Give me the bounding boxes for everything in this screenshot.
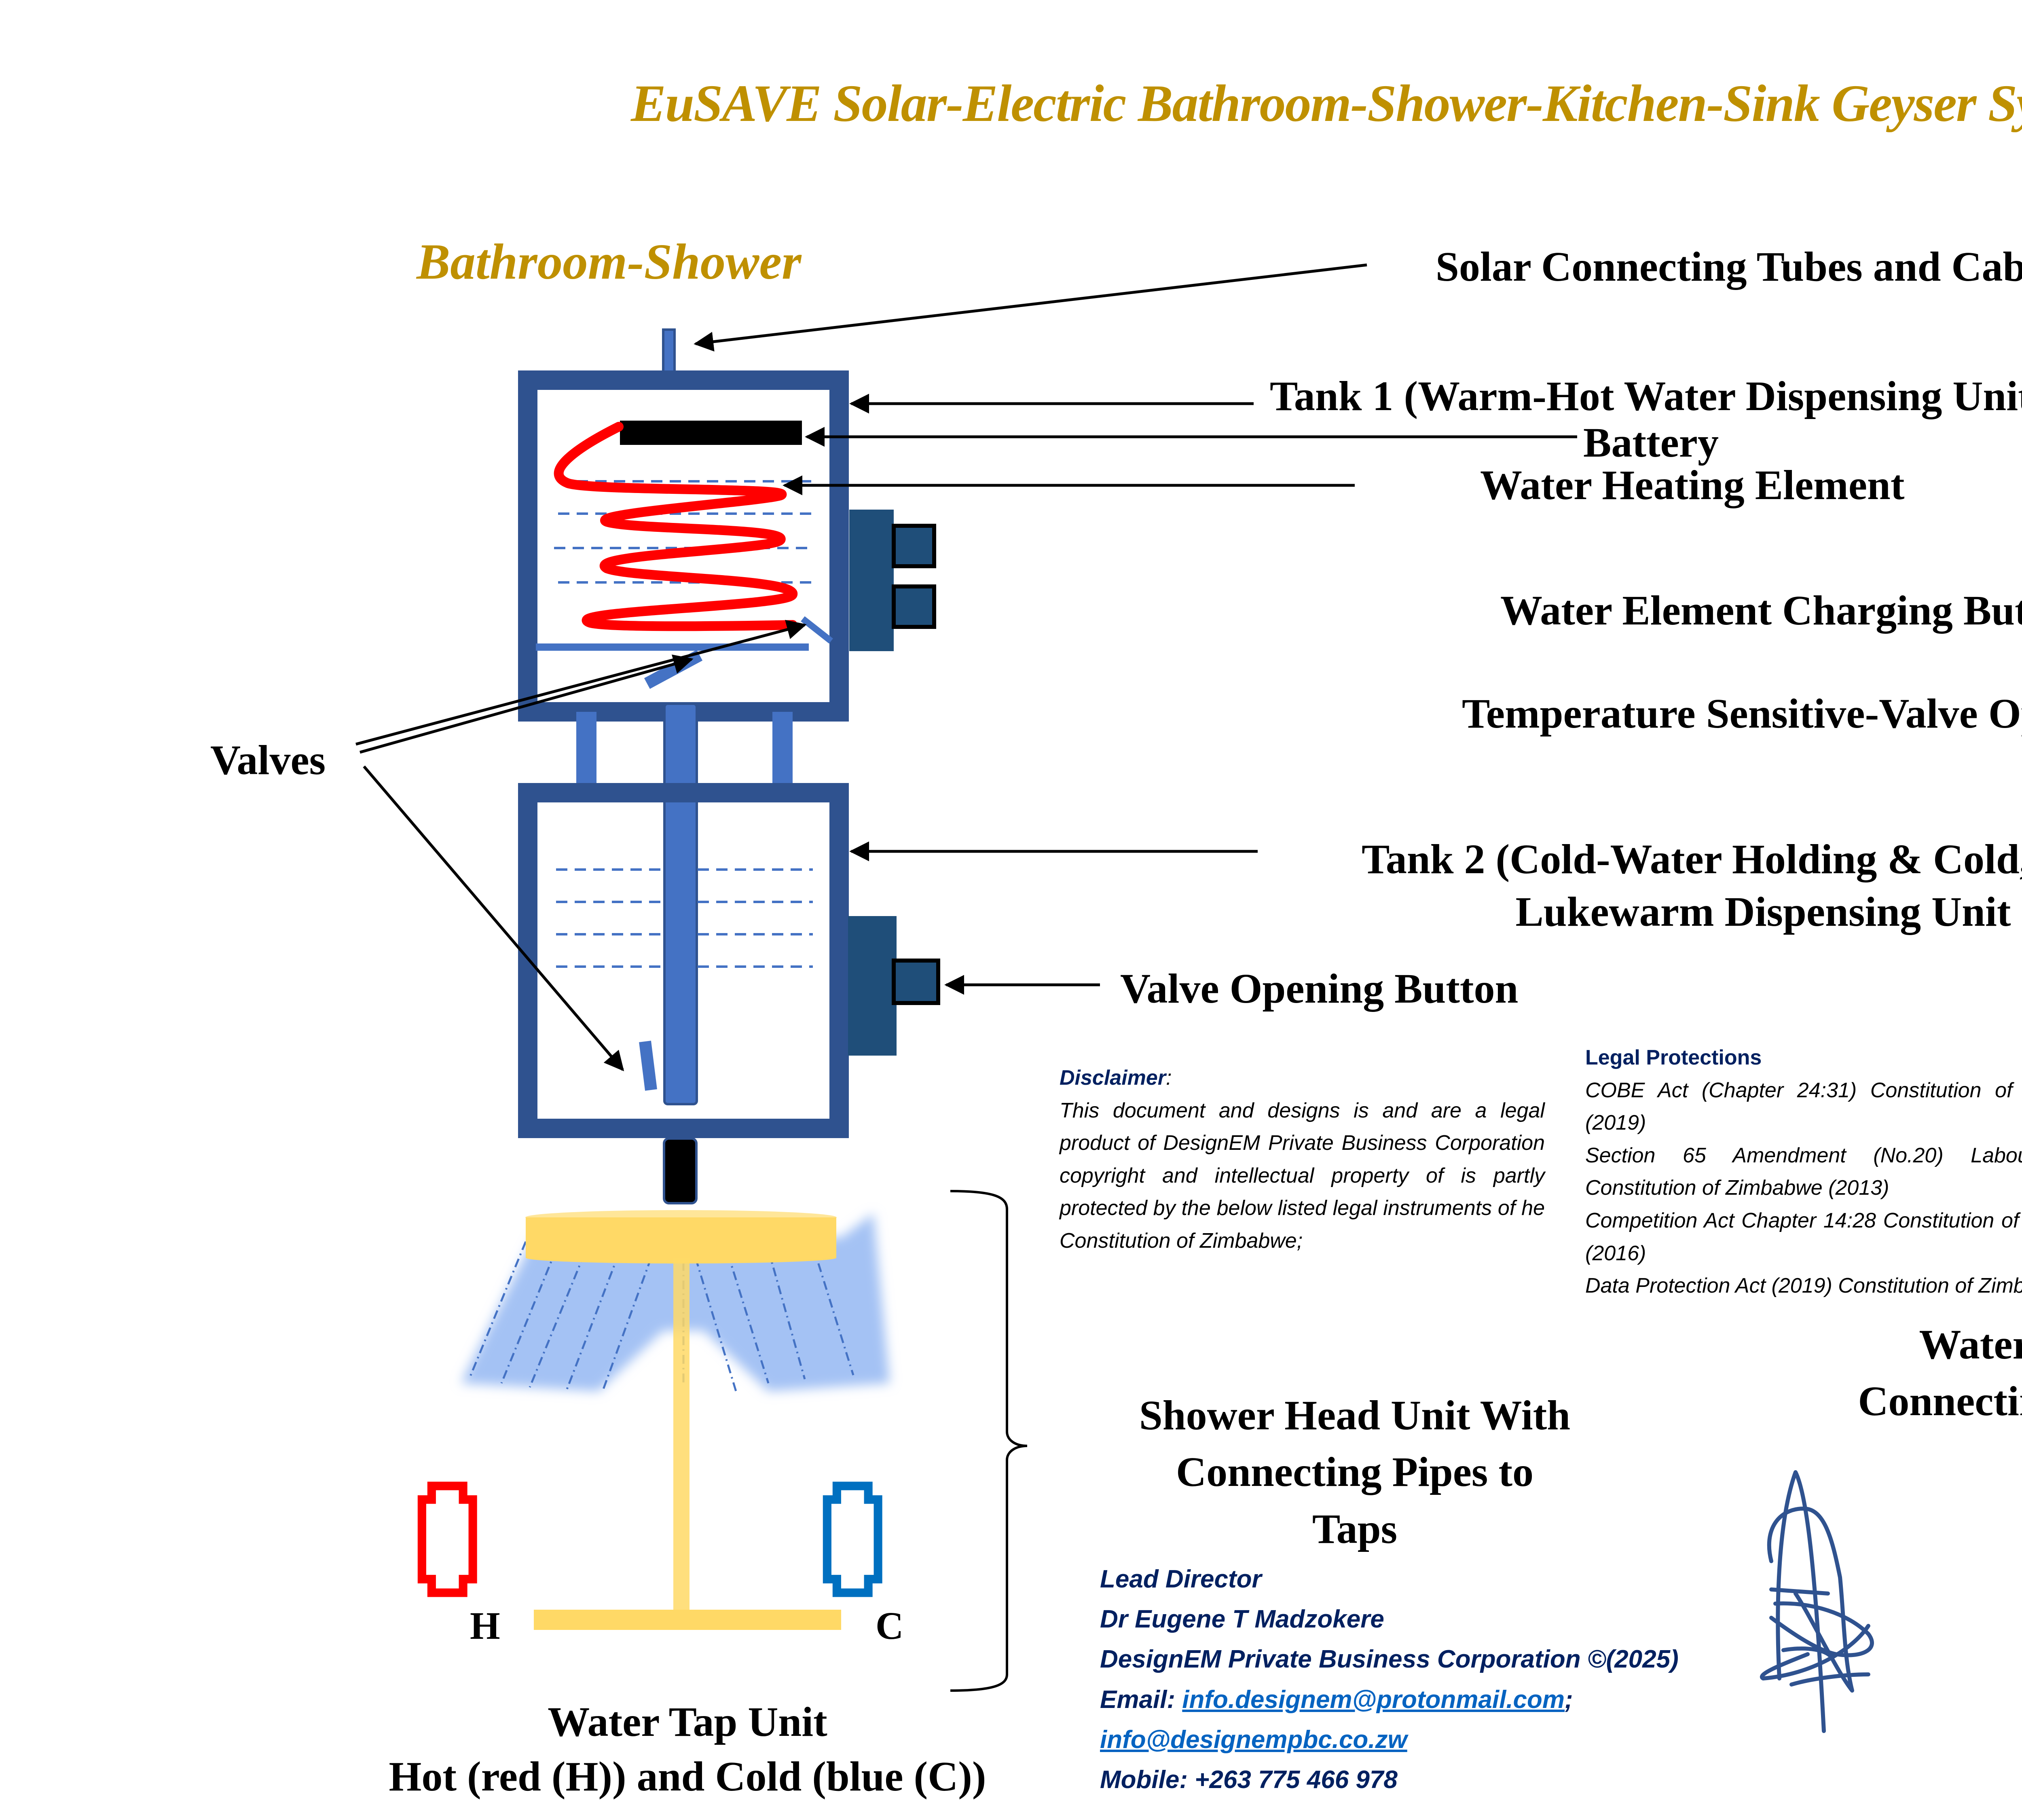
- left-charging-button: [892, 524, 936, 568]
- left-tap-unit-line2: Hot (red (H)) and Cold (blue (C)): [389, 1753, 986, 1800]
- email-link-designempbc[interactable]: info@designempbc.co.zw: [1100, 1725, 1407, 1754]
- disclaimer-body: This document and designs is and are a l…: [1060, 1098, 1545, 1253]
- left-cold-tap: [823, 1481, 882, 1597]
- label-tap-pipes-line2: Connecting Pipes: [1858, 1378, 2022, 1425]
- label-shower-head-unit: Shower Head Unit With Connecting Pipes t…: [1068, 1387, 1642, 1558]
- legal-protections-block: Legal Protections COBE Act (Chapter 24:3…: [1585, 1041, 2022, 1302]
- label-tap-pipes-line1: Water Tap: [1919, 1321, 2022, 1368]
- arrow-valves-upper: [355, 620, 807, 746]
- disclaimer-colon: :: [1166, 1066, 1172, 1090]
- label-charging-button: Water Element Charging Button: [1500, 587, 2022, 634]
- contact-email-label: Email:: [1100, 1685, 1182, 1714]
- label-shower-head-line1: Shower Head Unit With: [1139, 1392, 1571, 1439]
- legal-protections-heading: Legal Protections: [1585, 1046, 1762, 1069]
- left-temp-valve: [639, 1041, 657, 1091]
- disclaimer-block: Disclaimer: This document and designs is…: [1060, 1062, 1545, 1257]
- left-shower-head: [526, 1217, 836, 1258]
- left-hot-tap-letter: H: [470, 1604, 500, 1647]
- left-outlet-connector: [663, 1137, 698, 1204]
- left-center-pipe: [663, 703, 698, 1105]
- arrow-valves-lower: [360, 654, 694, 754]
- arrow-solar-left: [694, 263, 1367, 352]
- left-tap-pipe: [534, 1610, 841, 1630]
- label-valves: Valves: [210, 737, 326, 783]
- label-shower-head-line2: Connecting Pipes to: [1176, 1449, 1533, 1496]
- contact-name: Dr Eugene T Madzokere: [1100, 1605, 1384, 1634]
- label-valve-opening-button: Valve Opening Button: [1120, 965, 1519, 1012]
- label-temp-valve-opener: Temperature Sensitive-Valve Opener: [1462, 690, 2022, 737]
- signature-icon: [1760, 1470, 1874, 1733]
- legal-item: Section 65 Amendment (No.20) Labour Righ…: [1585, 1143, 2022, 1200]
- contact-block: Lead Director Dr Eugene T Madzokere Desi…: [1100, 1559, 1679, 1800]
- left-tank2-control-box: [848, 916, 897, 1056]
- left-charging-button-2: [892, 584, 936, 629]
- left-heating-element: [554, 422, 797, 631]
- legal-item: Data Protection Act (2019) Constitution …: [1585, 1274, 2022, 1298]
- arrow-valves-temp: [363, 765, 624, 1071]
- email-link-protonmail[interactable]: info.designem@protonmail.com: [1182, 1685, 1565, 1714]
- contact-role: Lead Director: [1100, 1565, 1262, 1593]
- disclaimer-heading: Disclaimer: [1060, 1066, 1166, 1090]
- left-hot-tap: [417, 1481, 477, 1597]
- label-solar-tubes: Solar Connecting Tubes and Cables: [1436, 243, 2022, 290]
- legal-item: COBE Act (Chapter 24:31) Constitution of…: [1585, 1078, 2022, 1135]
- label-battery: Battery: [1583, 419, 1719, 466]
- label-tank2-line2: Lukewarm Dispensing Unit: [1515, 889, 2011, 935]
- label-heating-element: Water Heating Element: [1480, 462, 1905, 508]
- left-section-heading: Bathroom-Shower: [417, 234, 802, 290]
- label-tank2: Tank 2 (Cold-Water Holding & Cold, Warm,…: [1294, 833, 2022, 938]
- page-title: EuSAVE Solar-Electric Bathroom-Shower-Ki…: [631, 74, 2022, 133]
- label-tank1: Tank 1 (Warm-Hot Water Dispensing Unit: [1270, 373, 2022, 419]
- label-shower-head-line3: Taps: [1312, 1505, 1398, 1552]
- contact-company: DesignEM Private Business Corporation ©(…: [1100, 1645, 1679, 1674]
- contact-email-separator: ;: [1565, 1685, 1573, 1714]
- legal-item: Competition Act Chapter 14:28 Constituti…: [1585, 1208, 2022, 1265]
- left-unit: [417, 328, 940, 1630]
- label-tap-connecting-pipes: Water Tap Connecting Pipes: [1812, 1316, 2022, 1430]
- left-tap-unit-line1: Water Tap Unit: [548, 1699, 827, 1745]
- left-valve-upper: [801, 616, 833, 644]
- left-cold-tap-letter: C: [876, 1604, 904, 1647]
- left-battery: [620, 421, 802, 445]
- left-valve-opening-button: [892, 959, 940, 1005]
- label-tank2-line1: Tank 2 (Cold-Water Holding & Cold, Warm,: [1362, 836, 2022, 882]
- left-tank1-control-box: [849, 510, 894, 651]
- contact-mobile: Mobile: +263 775 466 978: [1100, 1765, 1398, 1794]
- left-tap-unit-caption: Water Tap Unit Hot (red (H)) and Cold (b…: [283, 1695, 1092, 1804]
- left-shower-brace: [950, 1190, 1028, 1692]
